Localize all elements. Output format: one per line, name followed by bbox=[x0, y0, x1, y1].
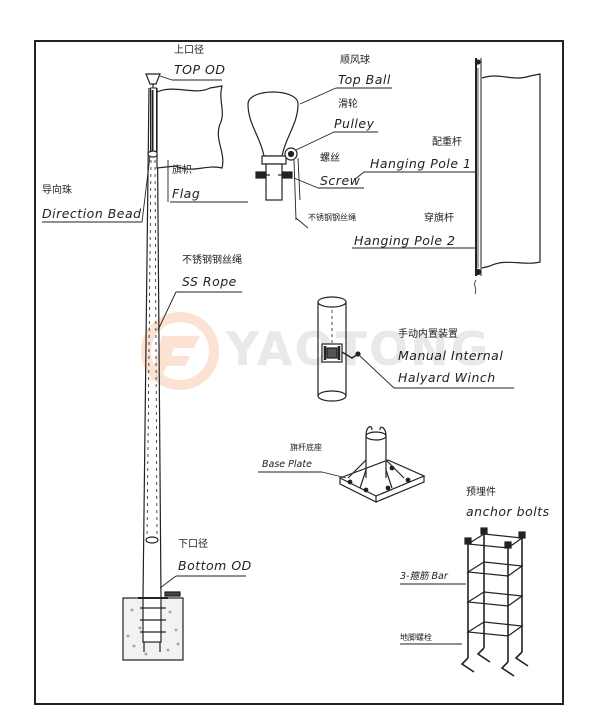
base-plate-label-zh: 旗杆底座 bbox=[290, 443, 322, 452]
hanging-pole-1-label-en: Hanging Pole 1 bbox=[370, 156, 472, 171]
anchor-bolts-label-en: anchor bolts bbox=[466, 504, 550, 519]
base-plate-detail bbox=[338, 426, 426, 503]
ss-rope-label-en: SS Rope bbox=[182, 274, 237, 289]
direction-bead-label-zh: 导向珠 bbox=[42, 185, 72, 196]
bottom-od-label-en: Bottom OD bbox=[178, 558, 252, 573]
top-od-label-zh: 上口径 bbox=[174, 45, 204, 56]
ss-rope-small-label-zh: 不锈钢钢丝绳 bbox=[308, 213, 356, 222]
flag-label-en: Flag bbox=[172, 186, 201, 201]
base-plate-label-en: Base Plate bbox=[262, 459, 312, 470]
leader-lines bbox=[42, 75, 514, 645]
top-ball-label-zh: 顺风球 bbox=[340, 55, 370, 66]
anchor-bolts-cage bbox=[460, 527, 529, 677]
flag-label-zh: 旗帜 bbox=[172, 165, 192, 176]
hanging-pole-1-label-zh: 配重杆 bbox=[432, 137, 462, 148]
top-ball-label-en: Top Ball bbox=[338, 72, 391, 87]
pulley-label-zh: 滑轮 bbox=[338, 99, 358, 110]
screw-label-en: Screw bbox=[320, 173, 361, 188]
direction-bead-label-en: Direction Bead bbox=[42, 206, 142, 221]
winch-label-en-1: Manual Internal bbox=[398, 348, 504, 363]
anchor-bolts-label-zh: 预埋件 bbox=[466, 487, 496, 498]
hanging-poles-detail bbox=[474, 58, 541, 295]
top-od-label-en: TOP OD bbox=[174, 62, 226, 77]
hanging-pole-2-label-en: Hanging Pole 2 bbox=[354, 233, 456, 248]
hanging-pole-2-label-zh: 穿旗杆 bbox=[424, 213, 454, 224]
winch-label-en-2: Halyard Winch bbox=[398, 370, 496, 385]
flag-shape bbox=[156, 85, 224, 170]
pulley-label-en: Pulley bbox=[334, 116, 375, 131]
foot-bolt-label-zh: 地脚螺栓 bbox=[400, 633, 432, 642]
bottom-od-label-zh: 下口径 bbox=[178, 539, 208, 550]
diagram-frame bbox=[34, 40, 564, 705]
watermark-logo: YAOTONG bbox=[140, 306, 520, 396]
winch-label-zh: 手动内置装置 bbox=[398, 329, 458, 340]
ss-rope-label-zh: 不锈钢钢丝绳 bbox=[182, 255, 242, 266]
watermark-text: YAOTONG bbox=[226, 322, 491, 376]
winch-detail bbox=[317, 296, 361, 402]
bar-label: 3-箍筋 Bar bbox=[400, 571, 448, 582]
screw-label-zh: 螺丝 bbox=[320, 153, 340, 164]
foundation-texture bbox=[126, 608, 180, 656]
top-ball-detail bbox=[247, 91, 301, 221]
